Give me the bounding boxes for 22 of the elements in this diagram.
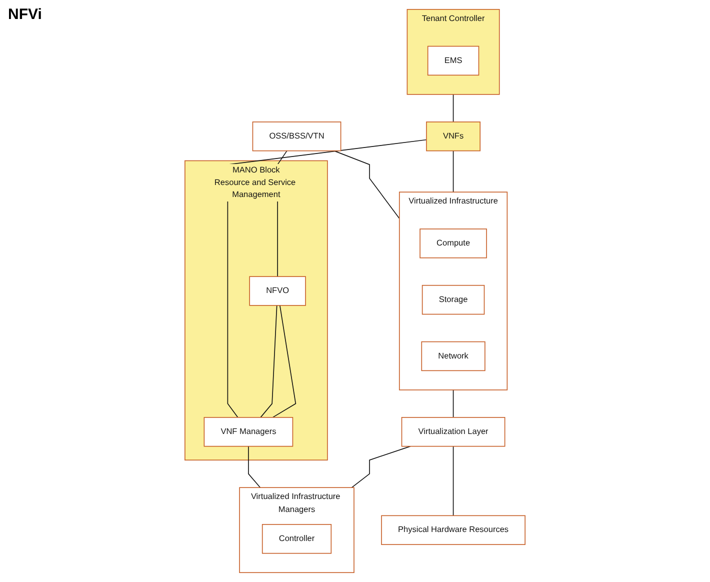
- node-box: VNFs: [426, 122, 481, 152]
- connector: [248, 446, 261, 488]
- node-box: NFVO: [249, 276, 306, 306]
- connector: [452, 446, 454, 516]
- connector: [452, 94, 454, 122]
- section-label: NFVi: [8, 6, 42, 23]
- node-box: Physical Hardware Resources: [381, 515, 526, 545]
- connector: [452, 150, 454, 192]
- node-box: Virtualization Layer: [401, 417, 506, 447]
- node-box: Network: [421, 341, 486, 372]
- node-box: Controller: [262, 524, 332, 554]
- connector: [351, 446, 411, 488]
- connector: [227, 139, 427, 418]
- node-box: Storage: [422, 284, 485, 315]
- connector: [272, 305, 296, 418]
- node-box: VNF Managers: [204, 417, 294, 447]
- node-box: OSS/BSS/VTN: [252, 122, 342, 152]
- connector: [334, 150, 400, 219]
- node-box: Compute: [420, 228, 487, 258]
- connector: [452, 390, 454, 418]
- node-box: EMS: [427, 46, 480, 76]
- connector: [260, 305, 278, 418]
